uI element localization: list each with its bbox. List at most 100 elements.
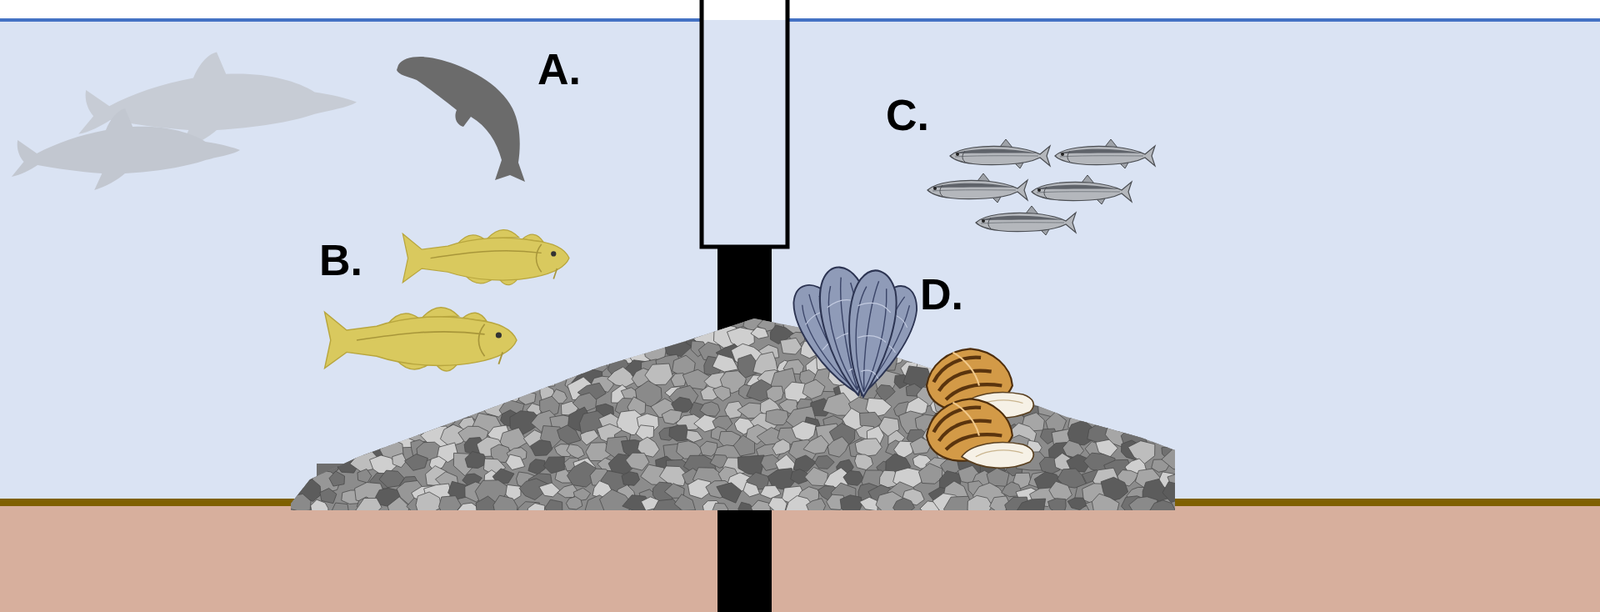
rock [1091,493,1120,515]
rock [1067,497,1087,510]
rock [927,330,958,350]
rock [363,353,385,370]
rock [565,316,584,332]
rock [716,482,742,503]
rock [1162,481,1186,503]
rock [1077,375,1095,389]
rock [347,304,367,319]
rock [995,299,1013,314]
rock [1068,395,1094,418]
rock [1179,499,1197,515]
rock [296,426,328,449]
herring-fish [927,173,1028,203]
rock [712,354,739,372]
rock [566,444,585,459]
rock [1120,303,1140,320]
rock [445,372,465,390]
rock [942,315,960,327]
rock [545,499,563,515]
rock [455,385,480,402]
rock [472,330,495,350]
oysters [926,348,1034,468]
rock [425,360,448,381]
rock [425,385,446,405]
rock [1137,399,1166,422]
rock [744,295,777,319]
rock [1161,448,1193,473]
rock-texture [272,290,1201,520]
rock [333,337,363,361]
rock [733,435,755,456]
rock [380,318,399,332]
rock [290,329,320,350]
rock [323,355,349,376]
rock [593,340,625,364]
rock [310,499,330,519]
rock [355,498,382,518]
transition-piece-top [701,0,788,20]
rock [1144,368,1168,386]
rock [843,470,865,485]
rock [1110,389,1136,408]
rock [361,300,381,319]
rock [580,318,600,333]
rock [518,370,547,391]
rock [481,310,506,332]
rock [320,400,344,417]
rock [1164,434,1180,449]
rock [1102,303,1118,317]
rock [1051,385,1073,399]
herring-fish [1055,139,1155,169]
rock [674,494,695,511]
rock [1005,313,1023,330]
rock [343,441,364,456]
rock [535,370,555,387]
oyster [926,398,1034,468]
dolphins [11,51,357,190]
scour-protection [272,290,1201,520]
rock [791,420,816,441]
rock [1062,385,1084,400]
rock [279,397,301,414]
rock [455,324,477,343]
rock [425,328,445,340]
rock [737,455,765,476]
rock [572,297,599,319]
rock [1095,313,1116,332]
rock [488,342,509,361]
rock [1065,355,1088,372]
rock [515,327,535,343]
rock-mound [290,318,1175,510]
rock [314,340,337,361]
rock [1174,328,1200,348]
callout-letter: B. [319,238,363,282]
rock [1023,328,1047,350]
rock [1163,400,1186,420]
cod-fish [325,307,517,371]
rock [381,410,415,435]
rock [280,452,308,472]
herring-fish [950,139,1050,169]
rock [1024,290,1051,316]
rock [565,496,583,510]
rock [337,410,358,425]
rock [346,433,365,445]
rock [1076,355,1102,375]
rock [313,417,335,433]
rock [312,310,344,335]
rock [308,328,337,346]
rock [920,315,948,334]
rock [652,315,670,330]
rock [462,294,488,321]
rock [338,311,362,333]
rock [815,455,835,469]
rock [305,307,330,331]
rock [284,377,316,402]
rock [1160,328,1186,348]
rock [1095,360,1115,375]
rock [397,407,424,430]
rock [918,463,942,485]
rock [468,381,500,407]
rock [1095,343,1119,360]
